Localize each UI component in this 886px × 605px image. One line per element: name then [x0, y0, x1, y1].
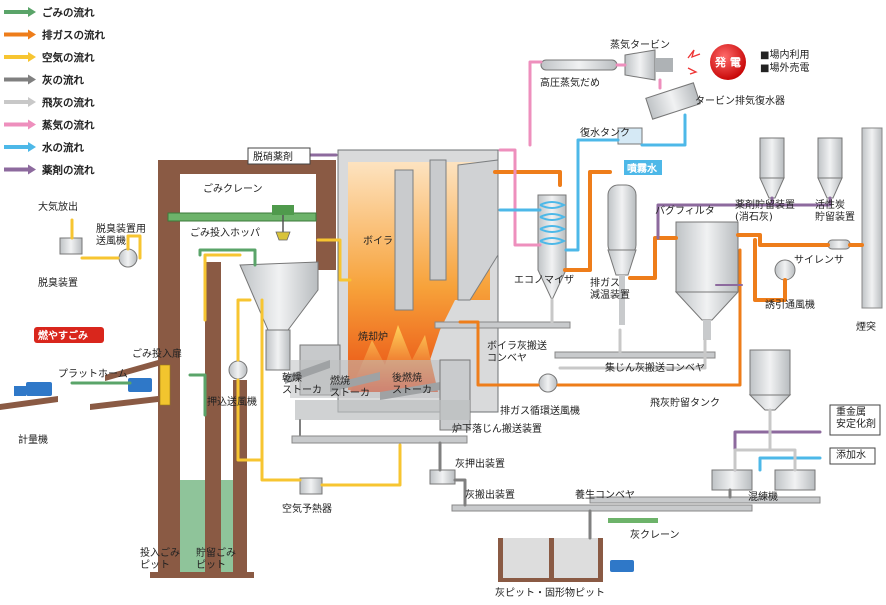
legend-label: 排ガスの流れ [42, 29, 105, 42]
platform [0, 360, 171, 410]
ash-crane-label: 灰クレーン [630, 528, 680, 541]
legend-item: 灰の流れ [4, 74, 84, 87]
hp-steam-header-label: 高圧蒸気だめ [540, 76, 600, 89]
turbine-area [540, 44, 746, 145]
legend-item: 薬剤の流れ [4, 164, 95, 177]
boiler-ash-conv-label: ボイラ灰搬送コンベヤ [487, 339, 547, 364]
hopper-label: ごみ投入ホッパ [190, 226, 260, 239]
ash-pit-label: 灰ピット・固形物ピット [495, 586, 605, 599]
burnable-badge-bg [34, 327, 104, 343]
legend-item: 空気の流れ [4, 51, 95, 64]
dump-door-label: ごみ投入扉 [132, 347, 182, 360]
legend-label: 飛灰の流れ [41, 96, 95, 109]
stack-label: 煙突 [856, 320, 876, 333]
spray-water-badge-bg [624, 160, 662, 175]
labels: 蒸気タービン高圧蒸気だめタービン排気復水器復水タンク脱硝薬剤ごみクレーン大気放出… [18, 38, 881, 599]
denox-chemical-label: 脱硝薬剤 [253, 150, 293, 163]
legend-label: 薬剤の流れ [41, 164, 95, 177]
curing-conv-label: 養生コンベヤ [575, 488, 635, 501]
deodorizer-label: 脱臭装置 [38, 276, 78, 289]
power-use-label: ■場外売電 [760, 61, 809, 74]
furnace-boiler [285, 149, 499, 444]
feed-hopper [239, 261, 319, 371]
legend-item: ごみの流れ [4, 6, 95, 19]
add-water-label: 添加水 [836, 448, 866, 461]
platform-label: プラットホーム [58, 368, 128, 380]
burnable-badge: 燃やすごみ [38, 329, 88, 342]
spray-water-badge: 噴霧水 [627, 162, 658, 175]
storage-pit-label: 貯留ごみピット [196, 546, 236, 571]
air-preheater-label: 空気予熱器 [282, 502, 332, 515]
legend-item: 排ガスの流れ [4, 29, 105, 42]
recirc-fan-label: 排ガス循環送風機 [500, 404, 580, 417]
legend-item: 飛灰の流れ [4, 96, 95, 109]
deodor-fan-label: 脱臭装置用送風機 [96, 222, 146, 247]
storage-pit-waste [221, 480, 233, 572]
generation-badge: 発 電 [714, 55, 741, 69]
atmos-release-label: 大気放出 [38, 200, 78, 213]
dust-conv-label: 集じん灰搬送コンベヤ [605, 361, 705, 374]
ash-conveyor-label: 灰搬出装置 [465, 488, 515, 501]
power-use-label: ■場内利用 [760, 48, 809, 61]
garbage-crane [167, 205, 317, 241]
bag-filter-label: バグフィルタ [655, 204, 715, 217]
legend-item: 蒸気の流れ [4, 119, 95, 132]
after-stoker-label: 後燃焼ストーカ [392, 371, 432, 396]
boiler-label: ボイラ [363, 235, 393, 247]
garbage-crane-label: ごみクレーン [203, 182, 263, 195]
ash-system [429, 321, 821, 582]
label-box [829, 447, 876, 465]
weighbridge-label: 計量機 [18, 433, 48, 446]
gas-cooler [607, 184, 637, 325]
stack-body [861, 127, 883, 309]
carbon-storage-label: 活性炭貯留装置 [815, 198, 855, 223]
condensate-tank-label: 復水タンク [580, 126, 630, 139]
legend-label: 空気の流れ [42, 51, 95, 64]
pit-building [150, 160, 336, 578]
legend-label: 蒸気の流れ [42, 119, 95, 132]
economizer-label: エコノマイザ [514, 274, 574, 286]
burn-stoker-label: 燃焼ストーカ [330, 374, 370, 399]
heavy-metal-label: 重金属安定化剤 [836, 405, 876, 430]
flow-lines [70, 60, 864, 540]
chem-storage-label: 薬剤貯留装置(消石灰) [735, 198, 795, 223]
kneader-label: 混練機 [748, 490, 778, 503]
receiving-pit-waste [180, 480, 205, 572]
receiving-pit-label: 投入ごみピット [140, 546, 180, 571]
legend-item: 水の流れ [4, 141, 84, 154]
furnace-label: 焼却炉 [358, 331, 388, 343]
dry-stoker-label: 乾燥ストーカ [282, 371, 322, 396]
legend-label: ごみの流れ [42, 6, 95, 19]
legend-label: 灰の流れ [42, 74, 84, 87]
turbine-condenser-label: タービン排気復水器 [695, 94, 785, 107]
economizer [537, 194, 567, 302]
legend-label: 水の流れ [41, 141, 84, 154]
label-box [829, 404, 881, 436]
fly-ash-tank-label: 飛灰貯留タンク [650, 396, 720, 409]
silencer-label: サイレンサ [794, 254, 844, 266]
induced-fan-label: 誘引通風機 [765, 298, 815, 311]
gas-cooler-label: 排ガス減温装置 [590, 276, 630, 301]
forced-fan-label: 押込送風機 [207, 395, 257, 408]
label-box [247, 147, 311, 165]
chemical-silos [759, 137, 843, 199]
ash-pusher-label: 灰押出装置 [455, 457, 505, 470]
steam-turbine-label: 蒸気タービン [610, 38, 670, 51]
fans [59, 237, 851, 495]
bag-filter [674, 221, 740, 340]
siftings-conv-label: 炉下落じん搬送装置 [452, 422, 542, 435]
